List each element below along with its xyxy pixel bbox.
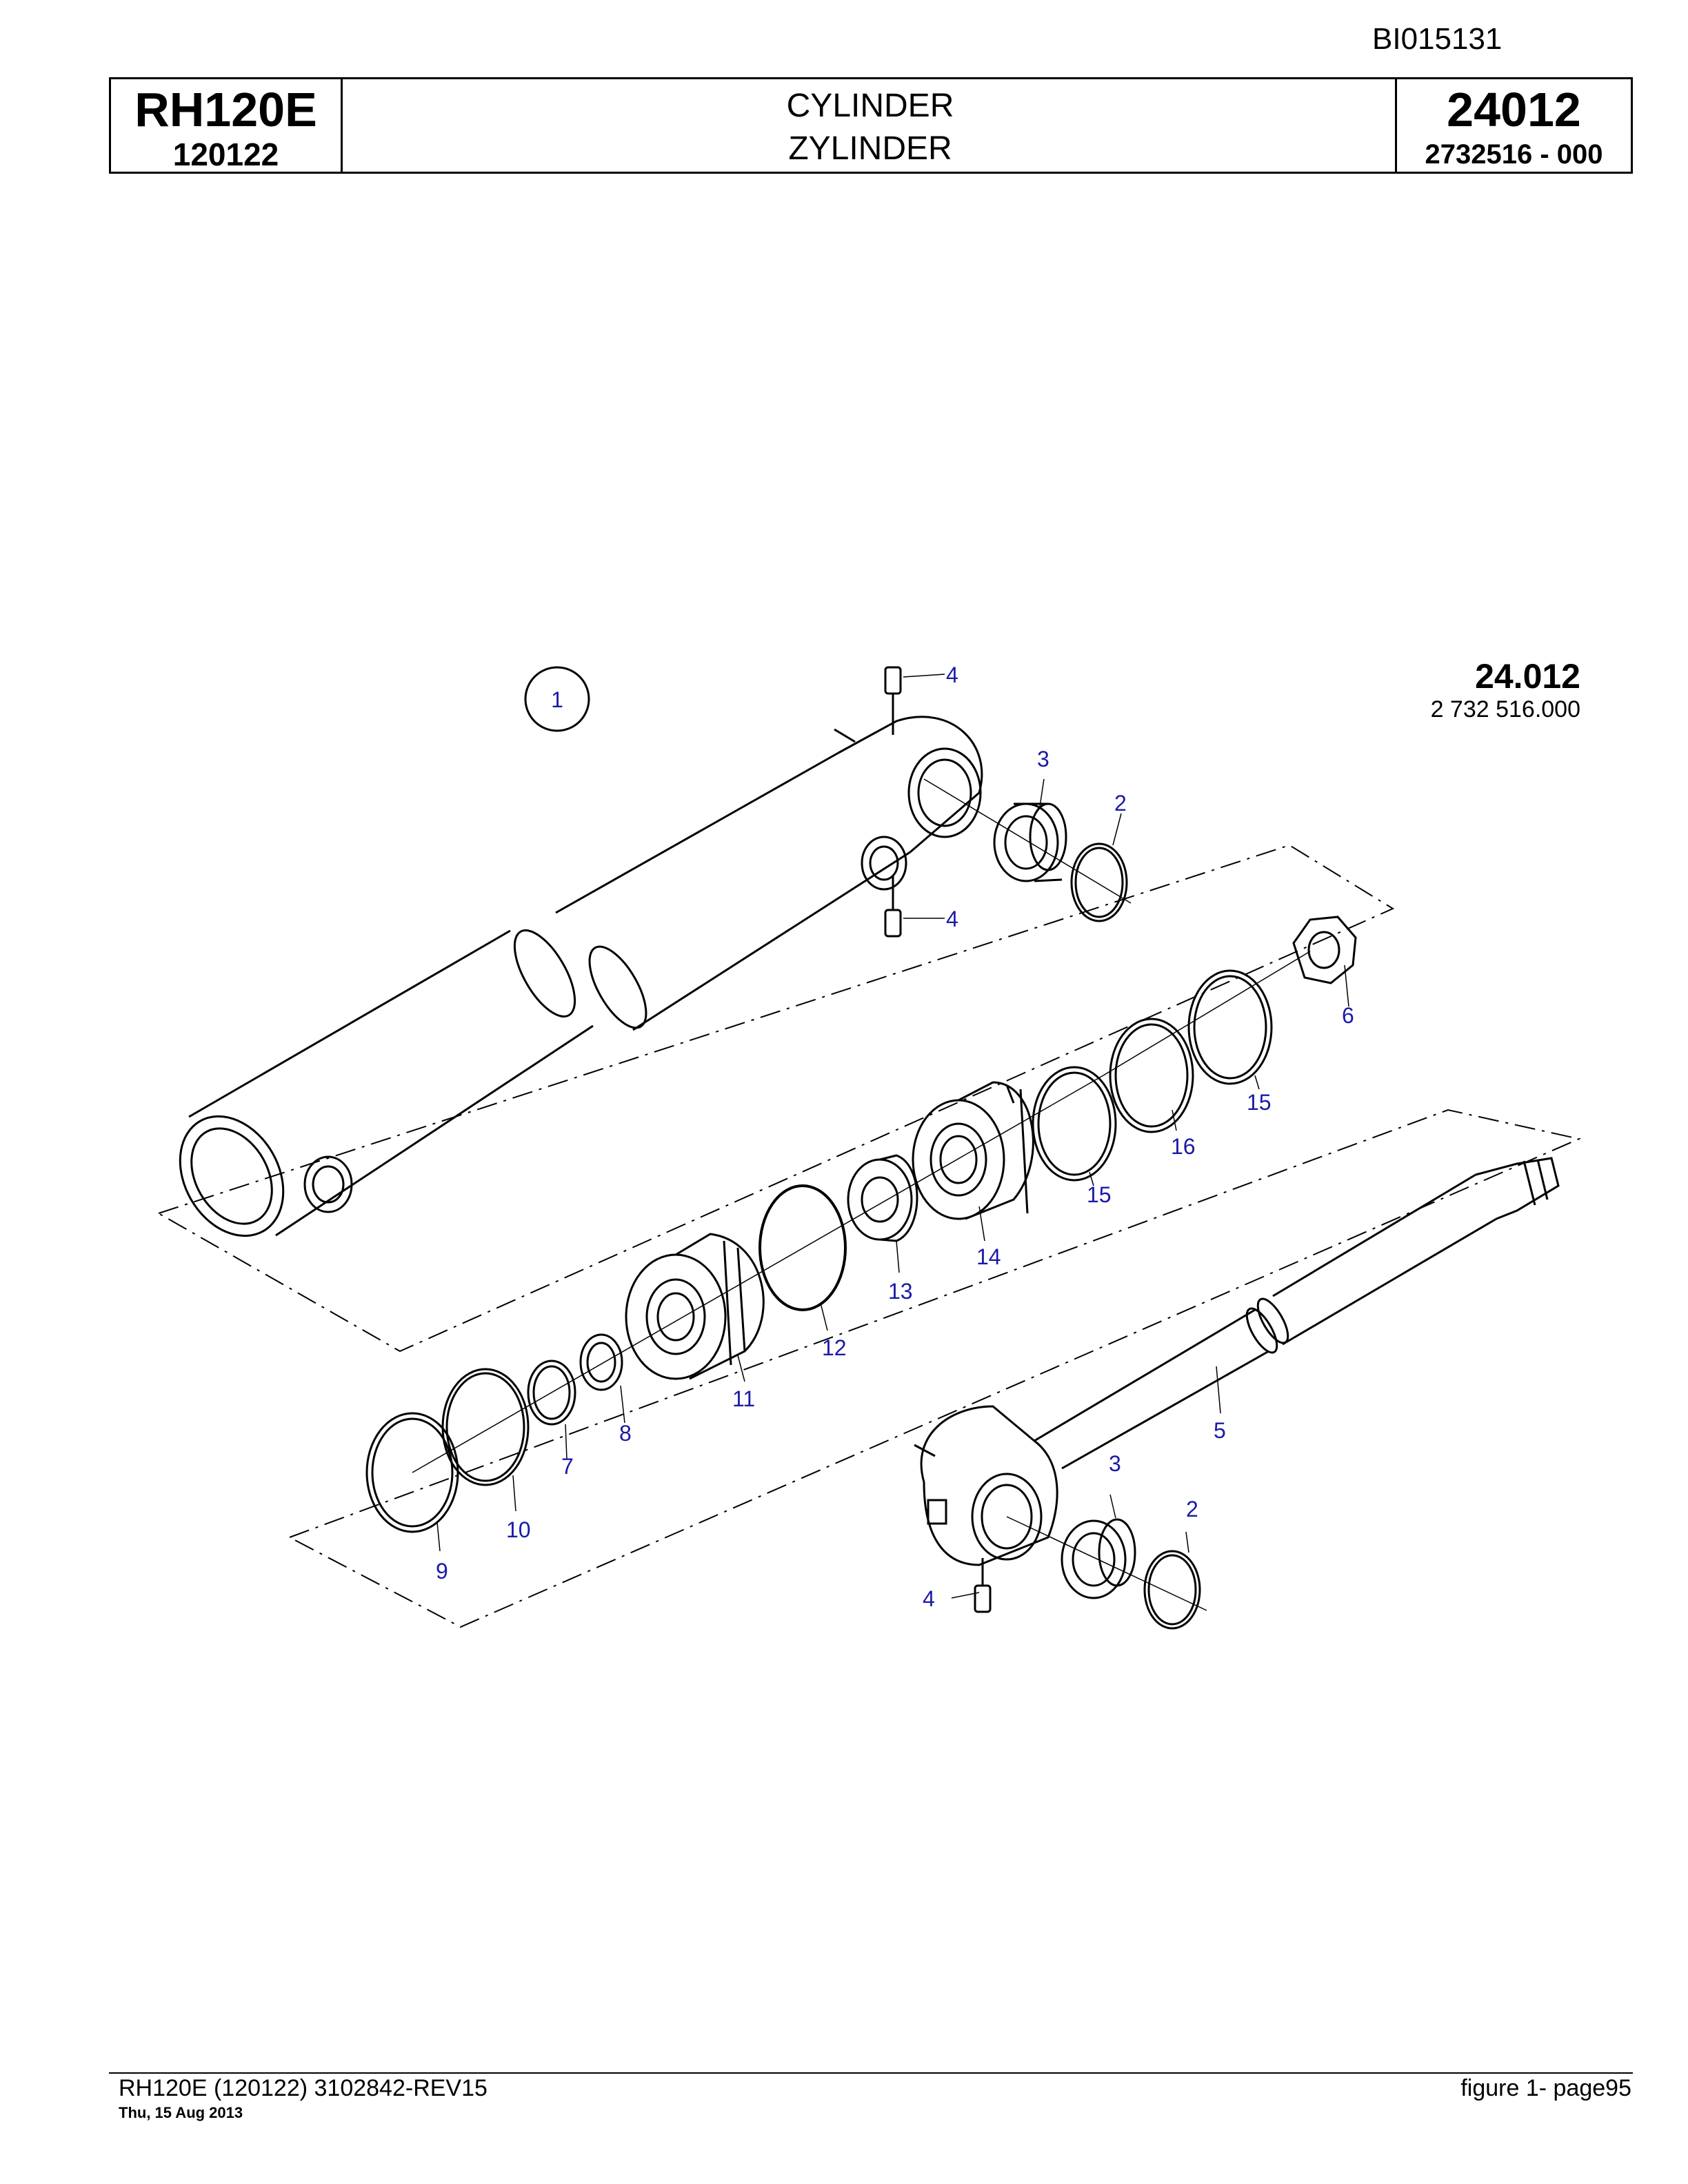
callout-8: 8 [619,1421,632,1446]
footer-divider [109,2072,1633,2074]
leader-lines [436,674,1349,1599]
bushing-lower [1061,1518,1136,1599]
callout-15-a: 15 [1247,1090,1272,1115]
title-block: RH120E 120122 CYLINDER ZYLINDER 24012 27… [109,77,1633,174]
figure-group-label: 24.012 [1475,657,1580,696]
callout-4-top: 4 [946,663,958,687]
callout-11: 11 [732,1386,755,1411]
snap-ring-10 [441,1368,530,1486]
part-number: 2732516 - 000 [1425,139,1603,170]
hex-nut [1292,916,1357,984]
footer-date: Thu, 15 Aug 2013 [119,2104,243,2121]
rod-frame [288,1109,1582,1628]
retaining-ring-lower [1143,1550,1201,1630]
grease-nipple-mid [884,876,902,938]
callout-12: 12 [822,1335,847,1360]
callout-14: 14 [976,1244,1001,1269]
o-ring [758,1184,847,1311]
callout-3-lower: 3 [1109,1451,1121,1476]
cylinder-head [625,1233,765,1380]
callout-4-mid: 4 [946,907,958,931]
model-cell: RH120E 120122 [111,79,343,172]
cylinder-tube-left [179,929,594,1237]
snap-ring-9 [365,1412,459,1533]
seal-ring-15a [1187,969,1273,1085]
assembly-callout-circle [524,666,590,732]
guide-ring-16 [1109,1018,1194,1133]
group-number: 24012 [1447,83,1581,136]
callout-10: 10 [506,1517,531,1542]
cylinder-tube-right [555,716,983,1031]
document-id: BI015131 [1372,22,1503,56]
callout-2-upper: 2 [1114,791,1127,816]
callout-1: 1 [551,687,563,712]
serial-number: 120122 [172,136,279,172]
callout-6: 6 [1342,1003,1354,1028]
spacer-ring [847,1154,918,1242]
callout-4-bottom: 4 [923,1586,935,1611]
tube-frame [157,844,1395,1353]
figure-part-label: 2 732 516.000 [1430,696,1580,722]
footer-document-ref: RH120E (120122) 3102842-REV15 [119,2075,488,2101]
model-name: RH120E [134,83,317,136]
retaining-ring-upper [1070,842,1128,922]
group-cell: 24012 2732516 - 000 [1395,79,1631,172]
title-cell: CYLINDER ZYLINDER [343,79,1398,172]
callout-5: 5 [1214,1418,1226,1443]
title-english: CYLINDER [786,88,954,124]
piston-rod [1034,1157,1560,1470]
piston [912,1081,1034,1220]
callout-15-b: 15 [1087,1182,1112,1207]
grease-nipple-top [884,666,902,735]
callout-13: 13 [888,1279,913,1304]
callout-2-lower: 2 [1186,1497,1198,1521]
callout-7: 7 [561,1454,574,1479]
rod-eye [914,1405,1058,1566]
bushing-upper [993,802,1067,882]
callout-3-upper: 3 [1037,747,1049,771]
wiper-ring [579,1333,623,1391]
callout-9: 9 [436,1559,448,1584]
grease-nipple-bottom [974,1558,992,1613]
rod-seal [527,1359,576,1426]
seal-ring-15b [1032,1066,1117,1182]
footer-page-ref: figure 1- page95 [1460,2075,1631,2101]
title-german: ZYLINDER [788,130,952,167]
callout-16: 16 [1171,1134,1196,1159]
